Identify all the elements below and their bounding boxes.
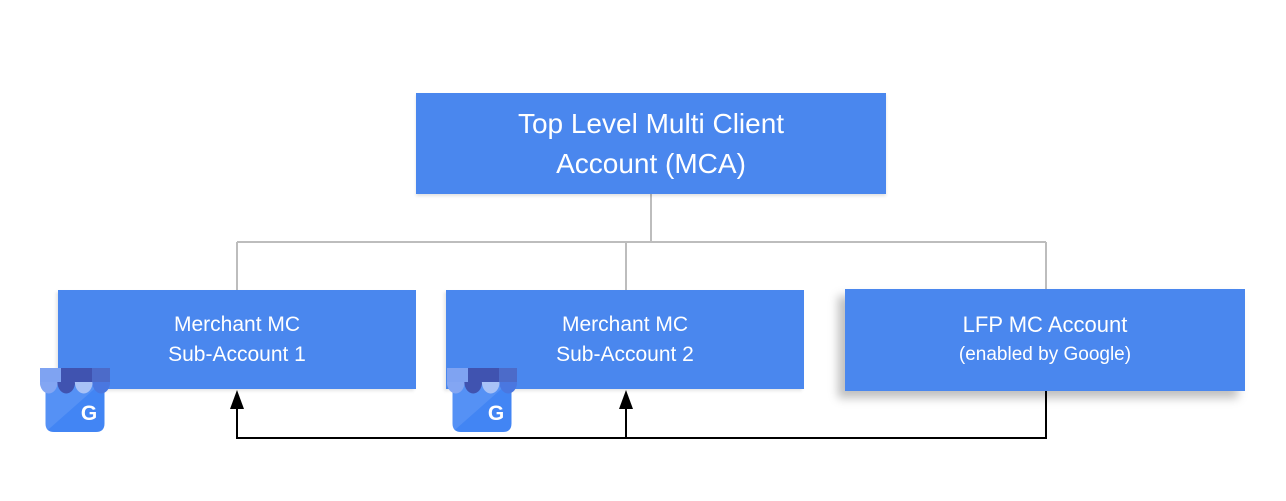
- node-label-line: (enabled by Google): [958, 344, 1132, 365]
- node-label-line: Merchant MC: [173, 312, 301, 336]
- node-label-line: LFP MC Account: [962, 312, 1128, 337]
- tree-connector-lines: [236, 194, 1047, 290]
- node-label-line: Sub-Account 2: [556, 342, 694, 366]
- google-business-profile-icon: [447, 368, 517, 432]
- google-business-profile-icon: [40, 368, 110, 432]
- node-top-level-mca: Top Level Multi Client Account (MCA): [416, 93, 886, 194]
- arrow-head-sub-account-2: [619, 390, 633, 409]
- node-label-line: Sub-Account 1: [168, 342, 306, 366]
- node-label-line: Top Level Multi Client: [517, 107, 785, 139]
- node-lfp-mc-account: LFP MC Account (enabled by Google): [845, 289, 1245, 391]
- lfp-feed-arrow-lines: [230, 390, 1047, 439]
- node-label-line: Merchant MC: [561, 312, 689, 336]
- node-merchant-sub-account-1: Merchant MC Sub-Account 1: [58, 290, 416, 389]
- arrow-head-sub-account-1: [230, 390, 244, 409]
- node-label-line: Account (MCA): [556, 147, 746, 179]
